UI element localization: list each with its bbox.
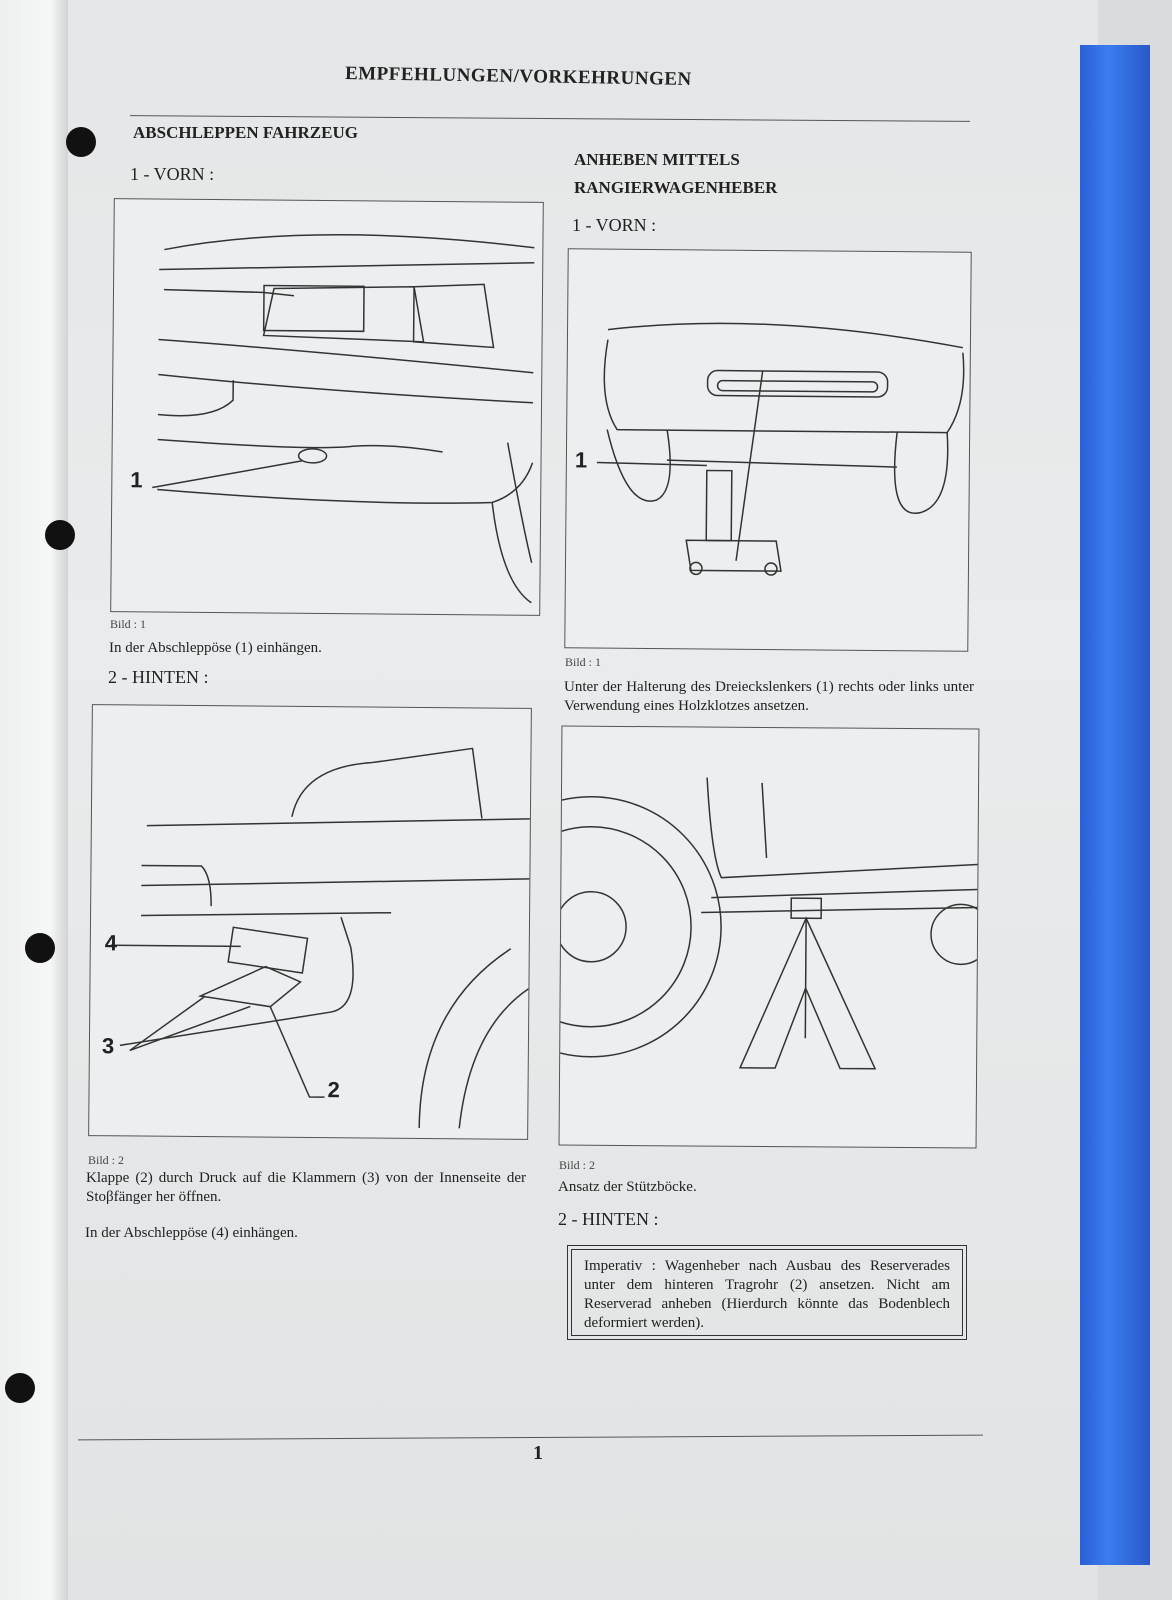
callout-1: 1 — [574, 447, 588, 473]
section-heading-lifting: ANHEBEN MITTELS — [574, 150, 740, 169]
blue-binder — [1080, 45, 1150, 1565]
lifting-rear-label: 2 - HINTEN : — [558, 1209, 659, 1229]
instruction-text: Ansatz der Stützböcke. — [558, 1179, 697, 1195]
punch-hole — [66, 127, 96, 157]
figure-front-tow-eye: 1 — [110, 198, 544, 616]
instruction-text: In der Abschleppöse (4) einhängen. — [85, 1225, 298, 1241]
figure-rear-tow-eye: 4 3 2 — [88, 704, 532, 1140]
callout-3: 3 — [101, 1033, 115, 1059]
punch-hole — [45, 520, 75, 550]
towing-rear-label: 2 - HINTEN : — [108, 667, 209, 687]
callout-1: 1 — [130, 467, 143, 493]
callout-2: 2 — [327, 1077, 340, 1103]
page-number: 1 — [533, 1442, 543, 1464]
figure-axle-stand — [558, 725, 980, 1149]
callout-4: 4 — [104, 930, 118, 956]
punch-hole — [25, 933, 55, 963]
section-heading-towing: ABSCHLEPPEN FAHRZEUG — [133, 123, 358, 142]
instruction-text: Klappe (2) durch Druck auf die Klammern … — [86, 1170, 526, 1205]
figure-front-jack: 1 — [564, 248, 972, 652]
section-heading-lifting-2: RANGIERWAGENHEBER — [574, 178, 778, 197]
instruction-text: In der Abschleppöse (1) einhängen. — [109, 640, 322, 656]
instruction-text: Unter der Halterung des Dreieckslenkers … — [564, 679, 974, 714]
figure-caption: Bild : 2 — [559, 1158, 596, 1172]
lifting-front-label: 1 - VORN : — [572, 215, 657, 235]
previous-page-edge — [0, 0, 72, 1600]
warning-text: Imperativ : Wagenheber nach Ausbau des R… — [571, 1249, 963, 1336]
warning-box: Imperativ : Wagenheber nach Ausbau des R… — [567, 1245, 967, 1340]
figure-caption: Bild : 1 — [565, 655, 602, 669]
towing-front-label: 1 - VORN : — [130, 164, 215, 184]
figure-caption: Bild : 1 — [110, 617, 147, 631]
figure-caption: Bild : 2 — [88, 1153, 125, 1167]
punch-hole — [5, 1373, 35, 1403]
